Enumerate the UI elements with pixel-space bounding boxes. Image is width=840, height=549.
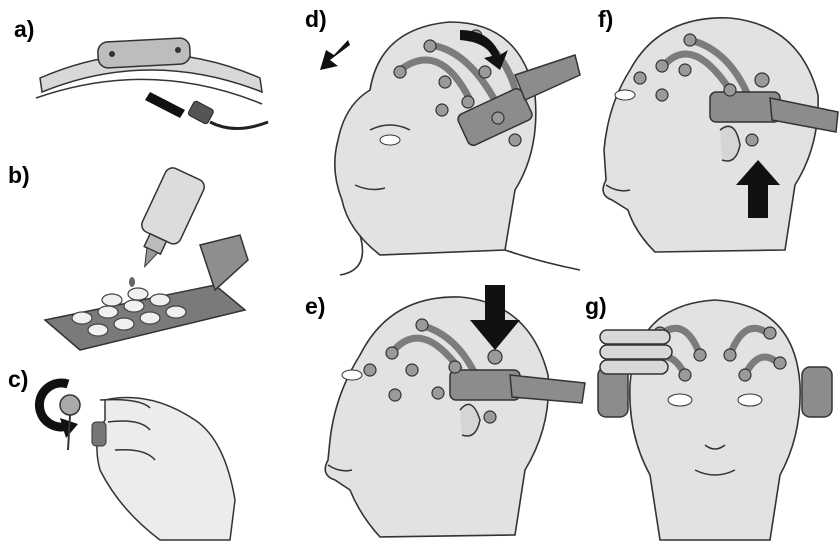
panel-b-hydrate-pads: b) bbox=[0, 150, 290, 360]
head-illustration-f bbox=[590, 0, 840, 275]
hydrator-illustration bbox=[0, 150, 290, 360]
arrow-icon bbox=[320, 40, 350, 70]
hand-icon bbox=[97, 398, 235, 541]
electrode-icon bbox=[60, 395, 80, 415]
head-illustration-d bbox=[300, 0, 590, 275]
bottle-icon bbox=[126, 165, 207, 275]
panel-e-adjust-top: e) bbox=[300, 275, 590, 549]
usb-plug-icon bbox=[187, 100, 214, 124]
panel-d-place-headset: d) bbox=[300, 0, 590, 275]
headset-band-illustration bbox=[0, 0, 290, 150]
head-illustration-g bbox=[590, 275, 840, 549]
head-illustration-e bbox=[300, 275, 590, 549]
head-icon bbox=[603, 18, 818, 252]
hand-electrode-illustration bbox=[0, 360, 290, 549]
panel-a-charge-headset: a) bbox=[0, 0, 290, 150]
panel-f-adjust-reference: f) bbox=[590, 0, 840, 275]
panel-g-front-view: g) bbox=[590, 275, 840, 549]
head-icon bbox=[335, 22, 580, 275]
arrow-icon bbox=[145, 92, 185, 118]
fingers-icon bbox=[600, 330, 672, 374]
panel-c-insert-pad: c) bbox=[0, 360, 290, 549]
